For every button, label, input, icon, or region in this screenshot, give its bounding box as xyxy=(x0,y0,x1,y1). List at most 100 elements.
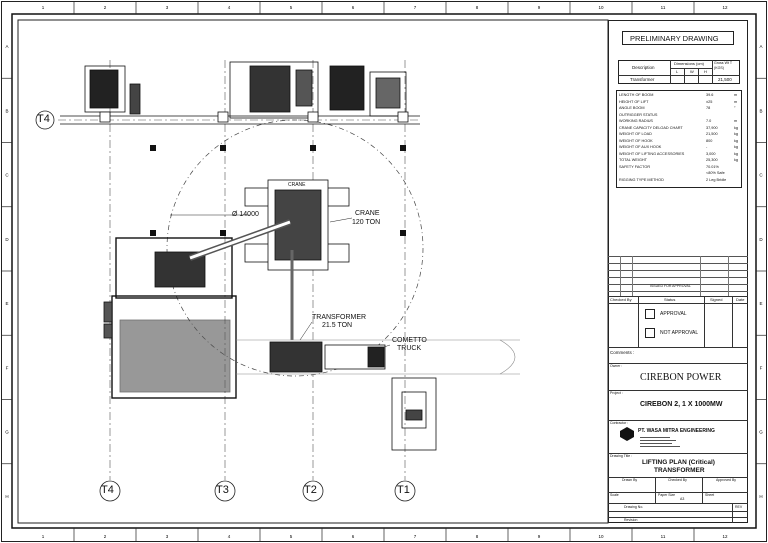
approval-header-date: Date xyxy=(736,297,745,302)
top-structure xyxy=(60,61,420,125)
border-row-label: H xyxy=(5,494,8,499)
spec-value: 21,500 xyxy=(706,132,718,136)
border-col-label: 4 xyxy=(228,534,231,539)
transformer-weight-label: 21.5 TON xyxy=(322,322,353,329)
border-row-label: C xyxy=(5,173,9,178)
dims-weight-header: Gross Wt T (KGS) xyxy=(714,61,733,70)
border-row-label: B xyxy=(759,108,762,113)
footer-approved-by: Approved By xyxy=(716,478,737,482)
dims-row-weight: 21,500 xyxy=(718,77,732,82)
revision-grid-line xyxy=(608,256,748,257)
switchgear-room xyxy=(103,237,237,399)
border-row-label: C xyxy=(759,173,763,178)
crane-label: CRANE xyxy=(355,210,380,217)
spec-label: WEIGHT OF HOOK xyxy=(619,138,653,143)
revision-grid-col xyxy=(728,256,729,296)
owner-label: Owner : xyxy=(610,364,623,368)
border-col-label: 7 xyxy=(414,534,417,539)
spec-label: SAFETY FACTOR xyxy=(619,164,651,169)
border-row-label: D xyxy=(759,237,763,242)
spec-unit: m xyxy=(734,93,738,97)
dimensions-table xyxy=(618,60,740,84)
spec-label: WORKING RADIUS xyxy=(619,119,653,123)
spec-label: HEIGHT OF LIFT xyxy=(619,99,649,104)
transformer-and-truck xyxy=(236,339,520,375)
border-row-label: F xyxy=(6,365,9,370)
drawing-title-line1: LIFTING PLAN (Critical) xyxy=(642,459,715,466)
company-name: PT. WASA MITRA ENGINEERING xyxy=(638,428,715,434)
border-col-label: 5 xyxy=(290,5,293,10)
spec-label: WEIGHT OF LOAD xyxy=(619,132,652,136)
grid-lines xyxy=(58,60,420,480)
dims-row-desc: Transformer xyxy=(630,77,655,82)
spec-value: 78 xyxy=(706,106,711,110)
border-col-label: 12 xyxy=(722,534,728,539)
border-row-label: F xyxy=(760,365,763,370)
spec-unit: kg xyxy=(734,145,739,149)
foundation-plinth xyxy=(391,377,437,451)
spec-unit: kg xyxy=(734,151,739,156)
revision-grid-col xyxy=(632,256,633,296)
spec-value: - xyxy=(706,145,708,149)
leader-lines xyxy=(170,214,391,351)
footer-paper-size-value: A3 xyxy=(680,497,685,501)
footer-paper-size: Paper Size xyxy=(658,493,676,497)
grid-label-t4: T4 xyxy=(101,484,114,496)
truck-label-2: TRUCK xyxy=(397,345,422,352)
approval-label: APPROVAL xyxy=(660,311,687,317)
approval-checkbox[interactable] xyxy=(645,309,655,319)
spec-value: 25,300 xyxy=(706,158,718,162)
grid-label-t1: T1 xyxy=(397,484,410,496)
border-row-label: B xyxy=(5,108,8,113)
spec-unit: kg xyxy=(734,125,739,130)
spec-value: ±25 xyxy=(706,99,713,104)
approval-header-checked: Checked By xyxy=(610,297,632,302)
spec-label: ANGLE BOOM xyxy=(619,106,645,110)
border-row-label: E xyxy=(759,301,762,306)
drawing-title-label: Drawing Title : xyxy=(610,454,633,458)
spec-value: 3,000 xyxy=(706,151,716,156)
contractor-label: Contractor : xyxy=(610,421,629,425)
drawing-title-line2: TRANSFORMER xyxy=(654,467,705,474)
spec-value: 39.6 xyxy=(706,93,714,97)
footer-revision: Revision xyxy=(624,518,638,522)
not-approval-label: NOT APPROVAL xyxy=(660,330,699,336)
border-row-label: A xyxy=(759,44,762,49)
revision-row-text: ISSUED FOR APPROVAL xyxy=(650,284,691,288)
spec-value: 7.0 xyxy=(706,119,712,123)
dims-sub-l: L xyxy=(676,69,679,74)
spec-unit: kg xyxy=(734,158,739,162)
footer-drawing-no: Drawing No. xyxy=(624,505,644,509)
grid-bubbles xyxy=(35,110,416,502)
project-label: Project : xyxy=(610,391,623,395)
company-logo xyxy=(620,427,634,441)
spec-label: LENGTH OF BOOM xyxy=(619,93,654,97)
owner-name: CIREBON POWER xyxy=(640,372,722,383)
not-approval-checkbox[interactable] xyxy=(645,328,655,338)
comments-label: Comments : xyxy=(610,350,635,355)
crane-boom-label: CRANE xyxy=(288,182,306,188)
spec-label: OUTRIGGER STATUS xyxy=(619,112,658,117)
border-col-label: 6 xyxy=(352,5,355,10)
truck-label: COMETTO xyxy=(392,337,427,344)
spec-value: 2 Leg Bridle xyxy=(706,177,727,182)
lifting-spec-table xyxy=(616,90,742,188)
border-col-label: 11 xyxy=(661,5,666,10)
border-row-label: E xyxy=(5,301,8,306)
border-col-label: 5 xyxy=(290,534,293,539)
revision-grid-line xyxy=(608,270,748,271)
border-row-label: A xyxy=(5,44,8,49)
border-col-label: 7 xyxy=(414,5,417,10)
border-col-label: 3 xyxy=(166,5,169,10)
spec-value: <80% Safe xyxy=(706,171,725,175)
border-col-label: 2 xyxy=(104,534,107,539)
revision-grid-line xyxy=(608,277,748,278)
crane-body xyxy=(188,179,350,340)
footer-checked-by: Checked By xyxy=(668,478,687,482)
border-col-label: 10 xyxy=(598,5,604,10)
footer-scale: Scale xyxy=(610,493,619,497)
spec-unit: kg xyxy=(734,132,739,136)
